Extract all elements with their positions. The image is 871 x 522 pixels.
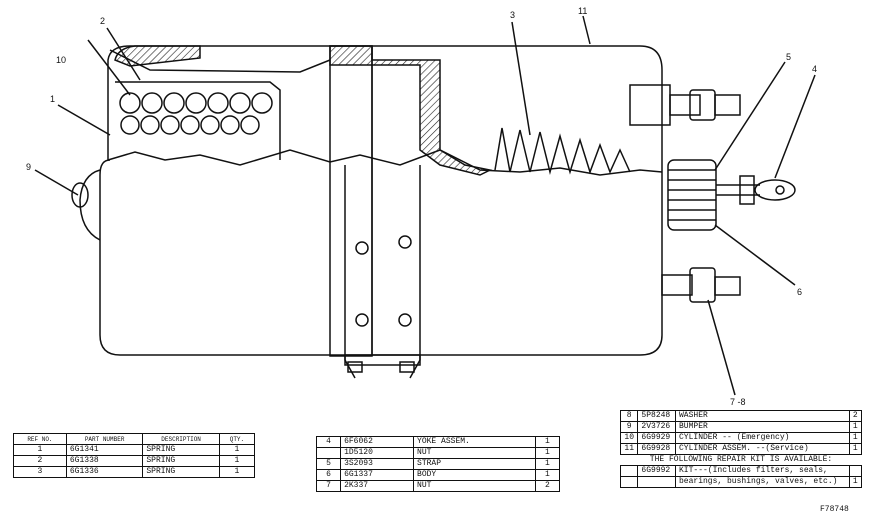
strap-bolt bbox=[355, 241, 369, 255]
table-row: 4 6F6062 YOKE ASSEM. 1 bbox=[315, 436, 561, 448]
strap-bolt bbox=[398, 235, 412, 249]
parts-table-springs: REF NO. PART NUMBER DESCRIPTION QTY. 1 6… bbox=[13, 433, 256, 478]
callout-3: 3 bbox=[510, 10, 515, 20]
callout-4: 4 bbox=[812, 64, 817, 74]
yoke bbox=[754, 179, 796, 201]
flange-band bbox=[329, 45, 373, 357]
table-row: 8 5P8248 WASHER 2 bbox=[619, 410, 863, 422]
piston-plate bbox=[329, 45, 493, 176]
bumper bbox=[71, 182, 89, 208]
emergency-springs bbox=[119, 92, 273, 135]
cylinder-body bbox=[99, 45, 663, 356]
table-row: 3 6G1336 SPRING 1 bbox=[13, 466, 256, 478]
col-description: DESCRIPTION bbox=[142, 433, 220, 445]
repair-kit-note: THE FOLLOWING REPAIR KIT IS AVAILABLE: bbox=[620, 454, 862, 466]
push-rod-boot bbox=[667, 159, 717, 231]
col-part-number: PART NUMBER bbox=[65, 433, 144, 445]
mounting-stud-top bbox=[629, 84, 741, 126]
mounting-stud-bottom bbox=[661, 267, 741, 303]
table-row: 7 2K337 NUT 2 bbox=[315, 480, 561, 492]
callout-5: 5 bbox=[786, 52, 791, 62]
strap-bolt bbox=[355, 313, 369, 327]
table-row: 9 2V3726 BUMPER 1 bbox=[619, 421, 863, 433]
table-row: 2 6G1338 SPRING 1 bbox=[13, 455, 256, 467]
parts-table-hardware: 4 6F6062 YOKE ASSEM. 1 1D5120 NUT 1 5 3S… bbox=[315, 436, 561, 492]
clamp-strap bbox=[344, 165, 421, 379]
repair-kit-note-row: THE FOLLOWING REPAIR KIT IS AVAILABLE: bbox=[620, 454, 862, 466]
drawing-number: F78748 bbox=[820, 505, 849, 514]
yoke-nut bbox=[739, 175, 755, 205]
callout-6: 6 bbox=[797, 287, 802, 297]
callout-11: 11 bbox=[578, 6, 587, 16]
callout-1: 1 bbox=[50, 94, 55, 104]
callout-10: 10 bbox=[56, 55, 66, 65]
strap-bolt bbox=[398, 313, 412, 327]
col-qty: QTY. bbox=[218, 433, 256, 445]
callout-7-8: 7 -8 bbox=[730, 397, 746, 407]
table-row: 10 6G9929 CYLINDER -- (Emergency) 1 bbox=[619, 432, 863, 444]
rear-cap bbox=[79, 169, 101, 241]
callout-9: 9 bbox=[26, 162, 31, 172]
table-row: 1D5120 NUT 1 bbox=[315, 447, 561, 459]
table-row: 6G9992 KIT---(Includes filters, seals, bbox=[619, 465, 863, 477]
table-row: 5 3S2093 STRAP 1 bbox=[315, 458, 561, 470]
col-ref-no: REF NO. bbox=[13, 433, 67, 445]
parts-table-cylinders: 8 5P8248 WASHER 2 9 2V3726 BUMPER 1 10 6… bbox=[619, 410, 863, 488]
return-spring bbox=[494, 127, 631, 175]
table-row: 11 6G9928 CYLINDER ASSEM. --(Service) 1 bbox=[619, 443, 863, 455]
table-row: 6 6G1337 BODY 1 bbox=[315, 469, 561, 481]
table-row: 1 6G1341 SPRING 1 bbox=[13, 444, 256, 456]
callout-2: 2 bbox=[100, 16, 105, 26]
cutaway-edge bbox=[107, 149, 663, 176]
table-row: bearings, bushings, valves, etc.) 1 bbox=[619, 476, 863, 488]
